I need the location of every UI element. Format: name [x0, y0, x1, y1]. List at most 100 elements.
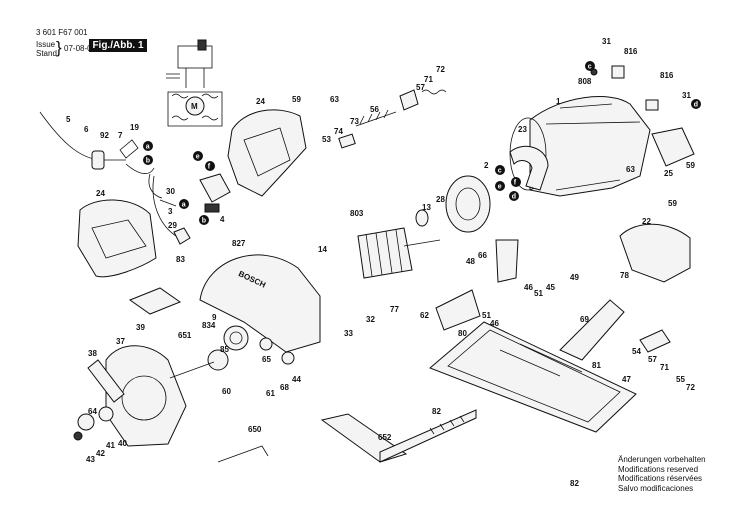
callout-p23: 23	[518, 125, 527, 134]
motor-housing	[529, 96, 651, 197]
callout-p46a: 46	[524, 283, 533, 292]
callout-p77: 77	[390, 305, 399, 314]
armature	[357, 209, 441, 279]
callout-p51b: 51	[482, 311, 491, 320]
connector-label-f2: f	[514, 180, 517, 187]
callout-p69: 69	[580, 315, 589, 324]
connector-label-a2: a	[182, 202, 186, 209]
callout-p5: 5	[66, 115, 71, 124]
callout-p44: 44	[292, 375, 301, 384]
callout-p2: 2	[484, 161, 489, 170]
callout-p51a: 51	[534, 289, 543, 298]
svg-text:M: M	[191, 102, 198, 111]
callout-p59c: 59	[686, 161, 695, 170]
callout-p28: 28	[436, 195, 445, 204]
connector-label-e2: e	[498, 184, 502, 191]
connector-marker	[495, 181, 505, 191]
callout-p56: 56	[370, 105, 379, 114]
callout-p48: 48	[466, 257, 475, 266]
callout-p24a: 24	[256, 97, 265, 106]
callout-p81: 81	[592, 361, 601, 370]
callout-p38: 38	[88, 349, 97, 358]
connector-label-b1: b	[146, 158, 150, 165]
callout-p31a: 31	[602, 37, 611, 46]
callout-p68: 68	[280, 383, 289, 392]
connector-label-e1: e	[196, 154, 200, 161]
connector-marker	[143, 155, 153, 165]
callout-p71a: 71	[424, 75, 433, 84]
rip-fence	[320, 409, 477, 463]
connector-marker	[495, 165, 505, 175]
callout-p59b: 59	[668, 199, 677, 208]
callout-p29: 29	[168, 221, 177, 230]
callout-p19: 19	[130, 123, 139, 132]
callout-p57a: 57	[416, 83, 425, 92]
callout-p22: 22	[642, 217, 651, 226]
callout-p72b: 72	[686, 383, 695, 392]
callout-p78: 78	[620, 271, 629, 280]
issue-date: 07-08-06	[64, 44, 97, 53]
callout-p82b: 82	[570, 479, 579, 488]
callout-p61: 61	[266, 389, 275, 398]
callout-p40: 40	[118, 439, 127, 448]
part-number: 3 601 F67 001	[36, 28, 88, 37]
callout-p31b: 31	[682, 91, 691, 100]
figure-label: Fig./Abb. 1	[89, 39, 147, 52]
callout-p37: 37	[116, 337, 125, 346]
connector-label-a1: a	[146, 144, 150, 151]
callout-p834: 834	[202, 321, 216, 330]
callout-p24b: 24	[96, 189, 105, 198]
callout-p62: 62	[420, 311, 429, 320]
callout-p827: 827	[232, 239, 246, 248]
callout-p650: 650	[248, 425, 262, 434]
callout-p39: 39	[136, 323, 145, 332]
connector-label-c1: c	[498, 168, 502, 175]
connector-marker	[691, 99, 701, 109]
power-cord	[39, 111, 155, 174]
motor-end-cover	[619, 223, 691, 283]
callout-p3: 3	[168, 207, 173, 216]
callout-p46b: 46	[490, 319, 499, 328]
base-plate	[429, 321, 637, 433]
callout-p72a: 72	[436, 65, 445, 74]
callout-p651: 651	[178, 331, 192, 340]
callout-p65: 65	[262, 355, 271, 364]
connector-marker	[143, 141, 153, 151]
switch	[199, 173, 231, 203]
connector-marker	[199, 215, 209, 225]
hex-key	[217, 445, 269, 463]
issue-label: Issue	[36, 40, 56, 49]
callout-p80: 80	[458, 329, 467, 338]
connector-marker	[509, 191, 519, 201]
callout-p57b: 57	[648, 355, 657, 364]
callout-p92: 92	[100, 131, 109, 140]
callout-p60: 60	[222, 387, 231, 396]
callout-p54: 54	[632, 347, 641, 356]
callout-p63a: 63	[330, 95, 339, 104]
gear	[223, 325, 249, 351]
callout-p82a: 82	[432, 407, 441, 416]
callout-p32: 32	[366, 315, 375, 324]
callout-p4: 4	[220, 215, 225, 224]
callout-p83: 83	[176, 255, 185, 264]
lower-blade-guard	[105, 345, 187, 447]
callout-p25: 25	[664, 169, 673, 178]
carbon-brush	[645, 99, 659, 111]
callout-p803: 803	[350, 209, 364, 218]
callout-p13: 13	[422, 203, 431, 212]
callout-p71b: 71	[660, 363, 669, 372]
callout-p6: 6	[84, 125, 89, 134]
callout-p59a: 59	[292, 95, 301, 104]
callout-p53: 53	[322, 135, 331, 144]
connector-marker	[585, 61, 595, 71]
connector-label-c2: c	[588, 64, 592, 71]
callout-p14: 14	[318, 245, 327, 254]
callout-p30: 30	[166, 187, 175, 196]
callout-p43: 43	[86, 455, 95, 464]
callout-p47: 47	[622, 375, 631, 384]
handle-half-right	[227, 109, 307, 197]
carbon-brush	[611, 65, 625, 79]
connector-marker	[179, 199, 189, 209]
